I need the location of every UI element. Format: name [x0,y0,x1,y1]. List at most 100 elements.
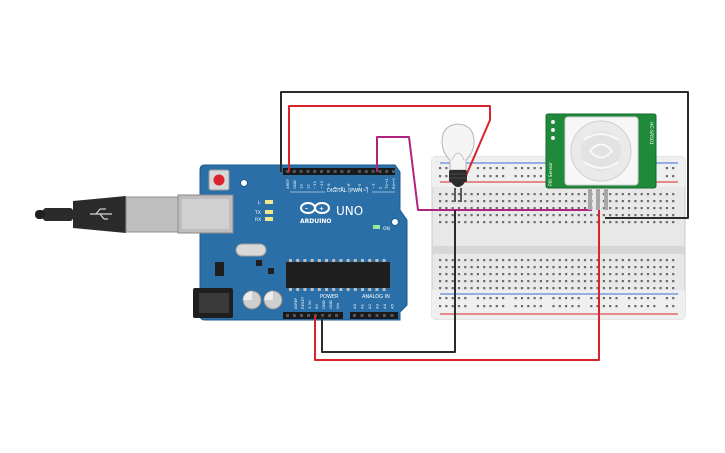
breadboard-hole[interactable] [634,221,637,224]
breadboard-hole[interactable] [508,193,511,196]
breadboard-hole[interactable] [439,207,442,210]
breadboard-hole[interactable] [527,297,530,300]
breadboard-hole[interactable] [609,273,612,276]
breadboard-hole[interactable] [476,214,479,217]
breadboard-hole[interactable] [464,200,467,203]
breadboard-hole[interactable] [464,273,467,276]
breadboard-hole[interactable] [609,280,612,283]
breadboard-hole[interactable] [520,273,524,276]
breadboard-hole[interactable] [514,280,517,283]
breadboard-hole[interactable] [615,266,618,269]
header-pin[interactable] [390,314,394,317]
breadboard-hole[interactable] [583,214,587,217]
breadboard-hole[interactable] [615,221,618,224]
breadboard-hole[interactable] [565,259,568,262]
breadboard-hole[interactable] [672,266,675,269]
breadboard-hole[interactable] [672,193,675,196]
breadboard-hole[interactable] [659,200,662,203]
breadboard-hole[interactable] [590,297,593,300]
breadboard-hole[interactable] [495,280,498,283]
breadboard-hole[interactable] [634,259,637,262]
breadboard-hole[interactable] [590,273,593,276]
breadboard-hole[interactable] [634,214,637,217]
breadboard-hole[interactable] [445,214,448,217]
breadboard-hole[interactable] [609,305,612,308]
breadboard-hole[interactable] [502,280,505,283]
breadboard-hole[interactable] [640,214,643,217]
breadboard-hole[interactable] [565,280,568,283]
breadboard-hole[interactable] [558,200,561,203]
breadboard-hole[interactable] [621,221,624,224]
breadboard-hole[interactable] [439,280,442,283]
breadboard-hole[interactable] [520,214,524,217]
breadboard-hole[interactable] [640,266,643,269]
breadboard-hole[interactable] [628,207,631,210]
breadboard-hole[interactable] [602,193,605,196]
breadboard-hole[interactable] [602,200,605,203]
breadboard-hole[interactable] [640,221,643,224]
breadboard-hole[interactable] [672,214,675,217]
breadboard-hole[interactable] [533,287,536,290]
breadboard-hole[interactable] [502,193,505,196]
breadboard-hole[interactable] [451,287,454,290]
breadboard-hole[interactable] [565,214,568,217]
header-pin[interactable] [286,314,289,317]
breadboard-hole[interactable] [634,297,637,300]
breadboard-hole[interactable] [445,305,448,308]
breadboard-hole[interactable] [514,214,517,217]
breadboard-hole[interactable] [457,200,461,203]
breadboard-hole[interactable] [483,259,486,262]
breadboard-hole[interactable] [558,305,561,308]
breadboard-hole[interactable] [558,273,561,276]
breadboard-hole[interactable] [615,273,618,276]
breadboard-hole[interactable] [470,273,473,276]
breadboard-hole[interactable] [533,221,536,224]
breadboard-hole[interactable] [672,297,675,300]
breadboard-hole[interactable] [476,297,479,300]
breadboard-hole[interactable] [590,214,593,217]
breadboard-hole[interactable] [546,287,549,290]
breadboard-hole[interactable] [628,221,631,224]
breadboard-hole[interactable] [502,287,505,290]
breadboard-hole[interactable] [621,259,624,262]
breadboard-hole[interactable] [609,297,612,300]
breadboard-hole[interactable] [577,221,580,224]
breadboard-hole[interactable] [527,287,530,290]
breadboard-hole[interactable] [476,167,479,170]
breadboard-hole[interactable] [546,259,549,262]
breadboard-hole[interactable] [653,266,656,269]
breadboard-hole[interactable] [571,214,574,217]
breadboard-hole[interactable] [520,221,524,224]
breadboard-hole[interactable] [558,280,561,283]
breadboard-hole[interactable] [457,287,461,290]
breadboard-hole[interactable] [439,259,442,262]
breadboard-hole[interactable] [590,280,593,283]
breadboard-hole[interactable] [552,200,555,203]
breadboard-hole[interactable] [520,175,524,178]
breadboard-hole[interactable] [508,273,511,276]
breadboard-hole[interactable] [514,266,517,269]
breadboard-hole[interactable] [527,221,530,224]
breadboard-hole[interactable] [520,207,524,210]
breadboard-hole[interactable] [527,305,530,308]
breadboard-hole[interactable] [634,266,637,269]
breadboard-hole[interactable] [451,200,454,203]
breadboard-hole[interactable] [646,259,650,262]
breadboard-hole[interactable] [495,287,498,290]
breadboard-hole[interactable] [628,273,631,276]
breadboard-hole[interactable] [672,167,675,170]
breadboard-hole[interactable] [646,287,650,290]
breadboard-hole[interactable] [445,175,448,178]
header-pin[interactable] [340,170,344,173]
breadboard-hole[interactable] [495,259,498,262]
breadboard-hole[interactable] [520,305,524,308]
breadboard-hole[interactable] [665,266,668,269]
breadboard-hole[interactable] [451,221,454,224]
breadboard-hole[interactable] [514,221,517,224]
breadboard-hole[interactable] [659,287,662,290]
breadboard-hole[interactable] [445,200,448,203]
breadboard-hole[interactable] [514,259,517,262]
power-header[interactable] [283,312,343,319]
breadboard-hole[interactable] [653,305,656,308]
